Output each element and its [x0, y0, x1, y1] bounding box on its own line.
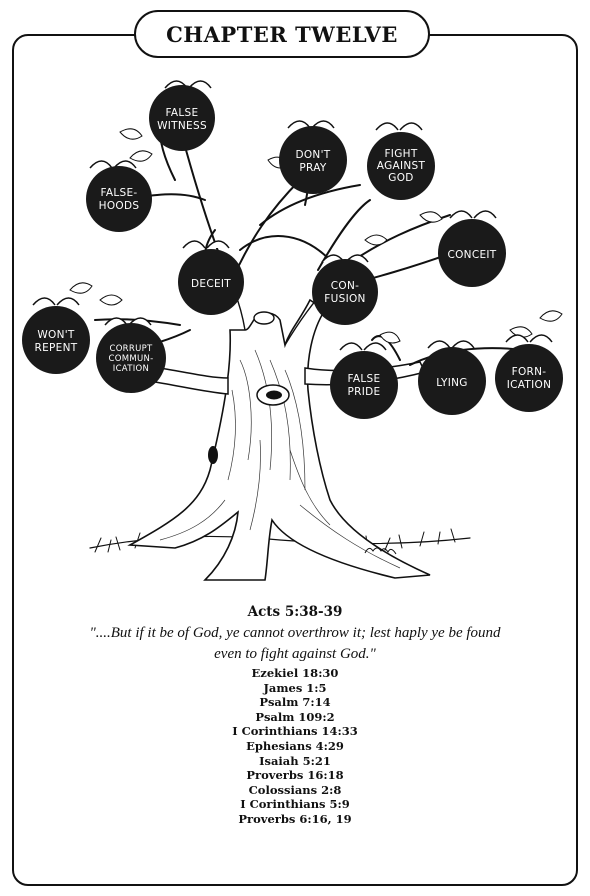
fruit-label-line: GOD	[388, 172, 413, 184]
fruit-label-line: LYING	[436, 377, 467, 389]
fruit-conceit: CONCEIT	[438, 210, 506, 287]
svg-text:CON-FUSION: CON-FUSION	[324, 280, 365, 305]
fruit-deceit: DECEIT	[178, 240, 244, 315]
scripture-section: Acts 5:38-39 "....But if it be of God, y…	[40, 604, 550, 827]
reference-item: James 1:5	[263, 680, 327, 695]
svg-text:FALSE-HOODS: FALSE-HOODS	[99, 187, 140, 212]
fruit-label-line: PRAY	[299, 162, 326, 174]
fruit-label-line: PRIDE	[348, 386, 381, 398]
fruit-fornication: FORN-ICATION	[495, 334, 563, 412]
tree-trunk	[127, 259, 431, 581]
reference-item: I Corinthians 5:9	[240, 797, 350, 812]
fruit-label-line: FALSE	[166, 107, 199, 119]
reference-item: Ephesians 4:29	[246, 738, 344, 753]
fruit-label-line: ICATION	[507, 379, 552, 391]
svg-text:DECEIT: DECEIT	[191, 278, 231, 290]
fruit-falsehoods: FALSE-HOODS	[86, 160, 152, 232]
fruit-label-line: HOODS	[99, 200, 140, 212]
main-reference: Acts 5:38-39	[247, 604, 343, 620]
trunk-knot	[253, 311, 290, 406]
fruit-label-line: CON-	[331, 280, 359, 292]
fruit-confusion: CON-FUSION	[312, 254, 378, 325]
verse-quote-line-2: even to fight against God."	[214, 646, 376, 662]
fruit-label-line: CONCEIT	[447, 249, 496, 261]
reference-item: Isaiah 5:21	[259, 753, 331, 768]
chapter-title: CHAPTER TWELVE	[166, 21, 398, 47]
reference-item: Ezekiel 18:30	[251, 666, 339, 680]
reference-item: Colossians 2:8	[248, 782, 342, 797]
fruit-label-line: DECEIT	[191, 278, 231, 290]
fruit-label-line: CORRUPT	[109, 344, 153, 354]
fruit-label-line: WITNESS	[157, 120, 207, 132]
fruit-label-line: DON'T	[295, 149, 330, 161]
fruit-label-line: FALSE-	[101, 187, 138, 199]
fruit-label-line: REPENT	[35, 342, 78, 354]
fruit-lying: LYING	[418, 340, 486, 415]
fruit-label-line: FIGHT	[384, 148, 417, 160]
reference-item: I Corinthians 14:33	[232, 724, 358, 739]
svg-text:LYING: LYING	[436, 377, 467, 389]
fruit-label-line: FALSE	[348, 373, 381, 385]
svg-text:FORN-ICATION: FORN-ICATION	[507, 366, 552, 391]
reference-list: Ezekiel 18:30 James 1:5 Psalm 7:14 Psalm…	[40, 666, 550, 827]
fruit-label-line: WON'T	[37, 329, 75, 341]
reference-item: Psalm 7:14	[259, 695, 331, 710]
reference-item: Psalm 109:2	[255, 709, 335, 724]
fruit-label-line: AGAINST	[377, 160, 426, 172]
fruit-label-line: ICATION	[113, 364, 149, 374]
trunk-hollow	[208, 446, 218, 464]
artist-signature	[364, 547, 397, 555]
svg-text:CONCEIT: CONCEIT	[447, 249, 496, 261]
reference-item: Proverbs 6:16, 19	[238, 811, 352, 826]
fruit-label-line: FUSION	[324, 293, 365, 305]
chapter-title-tab: CHAPTER TWELVE	[134, 10, 430, 58]
bark-texture	[159, 349, 401, 569]
fruit-label-line: FORN-	[512, 366, 547, 378]
verse-quote-line-1: "....But if it be of God, ye cannot over…	[89, 625, 501, 641]
fruit-label-line: COMMUN-	[108, 354, 153, 364]
reference-item: Proverbs 16:18	[246, 768, 344, 783]
